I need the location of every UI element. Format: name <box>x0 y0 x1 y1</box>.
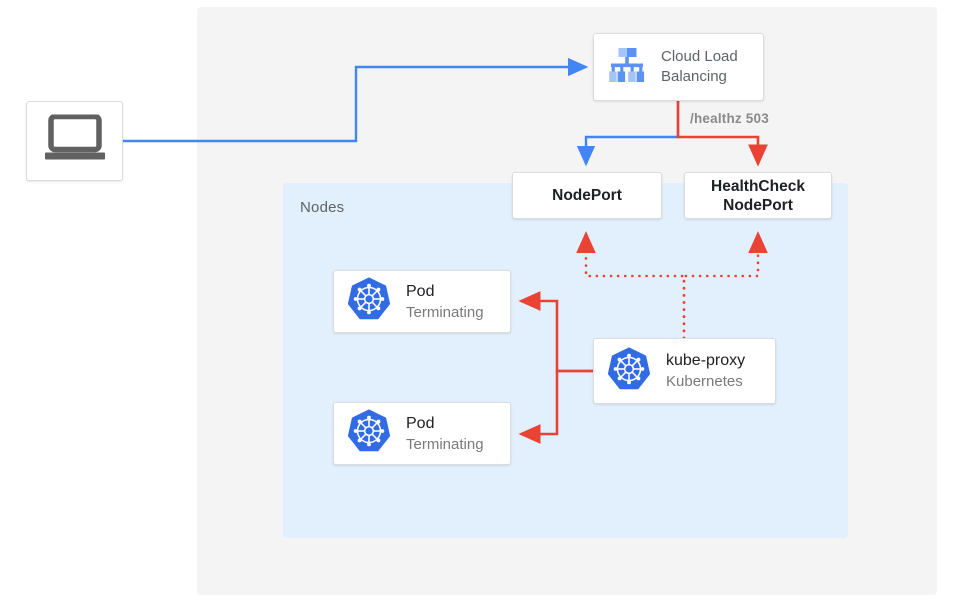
kube-proxy-label: kube-proxy Kubernetes <box>666 350 745 392</box>
healthcheck-nodeport-label: HealthCheck NodePort <box>711 177 805 215</box>
nodeport-label: NodePort <box>552 187 622 204</box>
clb-label-line1: Cloud Load <box>661 48 738 65</box>
nodeport-node[interactable]: NodePort <box>512 172 662 219</box>
pod-2-title: Pod <box>406 414 435 432</box>
cloud-load-balancing-icon <box>606 44 648 91</box>
kubernetes-icon <box>346 408 392 459</box>
pod-1-label: Pod Terminating <box>406 281 484 323</box>
clb-label-line2: Balancing <box>661 68 727 85</box>
pod-2-status: Terminating <box>406 435 484 453</box>
hcnp-label-line1: HealthCheck <box>711 177 805 195</box>
nodes-region-label: Nodes <box>300 199 345 216</box>
kubernetes-icon <box>346 276 392 327</box>
pod-1-status: Terminating <box>406 303 484 321</box>
cloud-load-balancing-label: Cloud Load Balancing <box>661 47 738 87</box>
laptop-icon <box>44 113 106 168</box>
kube-proxy-subtitle: Kubernetes <box>666 373 743 390</box>
cloud-load-balancing-node[interactable]: Cloud Load Balancing <box>593 33 764 101</box>
healthcheck-nodeport-node[interactable]: HealthCheck NodePort <box>684 172 832 219</box>
client-laptop-node[interactable] <box>26 101 123 181</box>
hcnp-label-line2: NodePort <box>723 196 793 214</box>
pod-2-label: Pod Terminating <box>406 413 484 455</box>
pod-node-2[interactable]: Pod Terminating <box>333 402 511 465</box>
pod-node-1[interactable]: Pod Terminating <box>333 270 511 333</box>
kubernetes-icon <box>606 346 652 397</box>
pod-1-title: Pod <box>406 282 435 300</box>
healthz-edge-label: /healthz 503 <box>690 111 769 126</box>
kube-proxy-node[interactable]: kube-proxy Kubernetes <box>593 338 776 404</box>
kube-proxy-title: kube-proxy <box>666 352 746 369</box>
